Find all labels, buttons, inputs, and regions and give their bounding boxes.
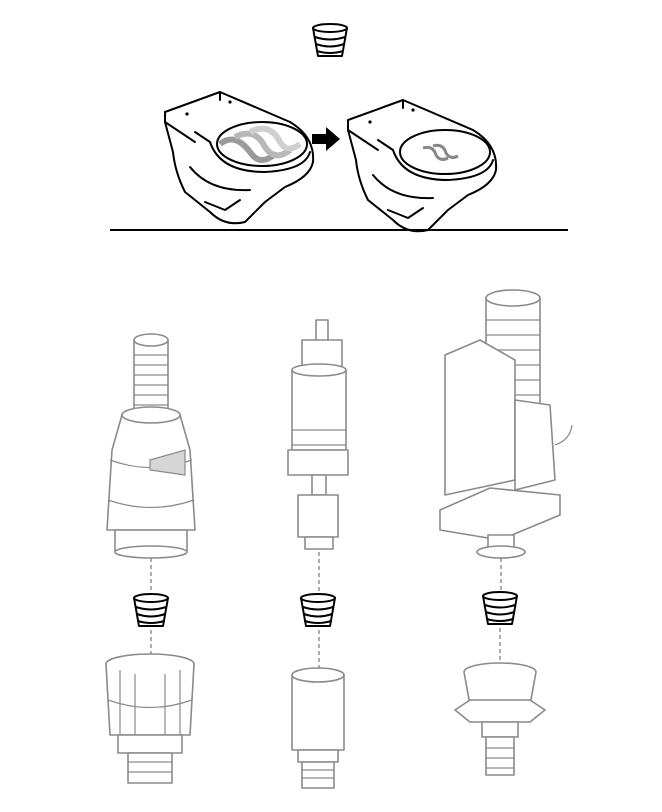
toilet-after-icon <box>347 99 498 233</box>
valve-tube-b-icon <box>291 667 345 789</box>
arrow-right-icon <box>312 127 340 151</box>
flush-valve-c-icon <box>439 289 573 559</box>
sealing-insert-c-icon <box>482 591 518 625</box>
sealing-insert-a-icon <box>133 593 169 627</box>
toilet-before-icon <box>164 91 315 225</box>
sealing-insert-icon <box>312 23 348 57</box>
flush-flow-arrows <box>218 125 302 163</box>
valve-base-a-icon <box>105 653 195 784</box>
flush-valve-a-icon <box>106 333 196 559</box>
sealing-insert-b-icon <box>300 593 336 627</box>
flush-valve-b-icon <box>287 319 349 550</box>
valve-base-c-icon <box>454 662 546 776</box>
